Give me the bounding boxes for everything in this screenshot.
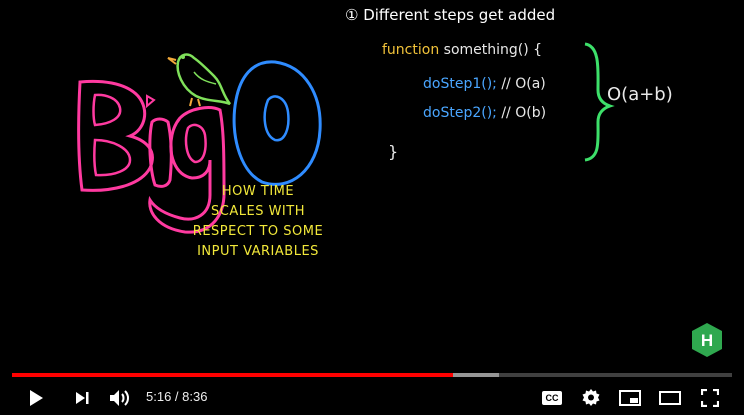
code-comment-step1: // O(a)	[501, 76, 546, 92]
miniplayer-button[interactable]	[616, 380, 644, 415]
duration: 8:36	[182, 389, 208, 404]
theater-icon	[659, 390, 681, 405]
code-line-step2: doStep2(); // O(b)	[423, 105, 546, 121]
current-time: 5:16	[146, 389, 172, 404]
logo-caption: HOW TIME SCALES WITH RESPECT TO SOME INP…	[178, 182, 338, 262]
complexity-result: O(a+b)	[607, 84, 673, 105]
time-separator: /	[171, 389, 183, 404]
miniplayer-icon	[619, 389, 641, 406]
caption-line: RESPECT TO SOME	[192, 224, 324, 239]
code-function-name: something() {	[443, 42, 543, 58]
time-display: 5:16 / 8:36	[146, 389, 207, 404]
code-call-step2: doStep2();	[423, 105, 497, 121]
code-call-step1: doStep1();	[423, 76, 497, 92]
next-icon	[76, 391, 89, 404]
fullscreen-icon	[701, 388, 719, 407]
code-function-line: function something() {	[382, 42, 542, 58]
channel-watermark-icon[interactable]: H	[690, 322, 724, 358]
theater-button[interactable]	[656, 380, 684, 415]
settings-button[interactable]	[577, 380, 605, 415]
next-button[interactable]	[68, 380, 96, 415]
captions-button[interactable]: CC	[538, 380, 566, 415]
progress-bar[interactable]	[12, 373, 732, 377]
big-o-logo-drawing	[77, 42, 615, 234]
volume-button[interactable]	[106, 380, 134, 415]
caption-line: SCALES WITH	[211, 204, 305, 219]
progress-played	[12, 373, 454, 377]
play-icon	[30, 389, 43, 406]
player-controls: 5:16 / 8:36 CC	[0, 380, 744, 415]
settings-icon	[582, 388, 600, 406]
code-comment-step2: // O(b)	[501, 105, 547, 121]
caption-line: HOW TIME	[221, 184, 295, 199]
step-title-note: ① Different steps get added	[345, 6, 556, 24]
fullscreen-button[interactable]	[696, 380, 724, 415]
code-keyword: function	[382, 42, 440, 58]
captions-icon: CC	[542, 390, 562, 405]
code-line-step1: doStep1(); // O(a)	[423, 76, 546, 92]
watermark-letter: H	[701, 331, 713, 350]
volume-icon	[110, 389, 129, 406]
code-closing-brace: }	[388, 142, 399, 161]
play-button[interactable]	[22, 380, 50, 415]
caption-line: INPUT VARIABLES	[197, 244, 319, 259]
